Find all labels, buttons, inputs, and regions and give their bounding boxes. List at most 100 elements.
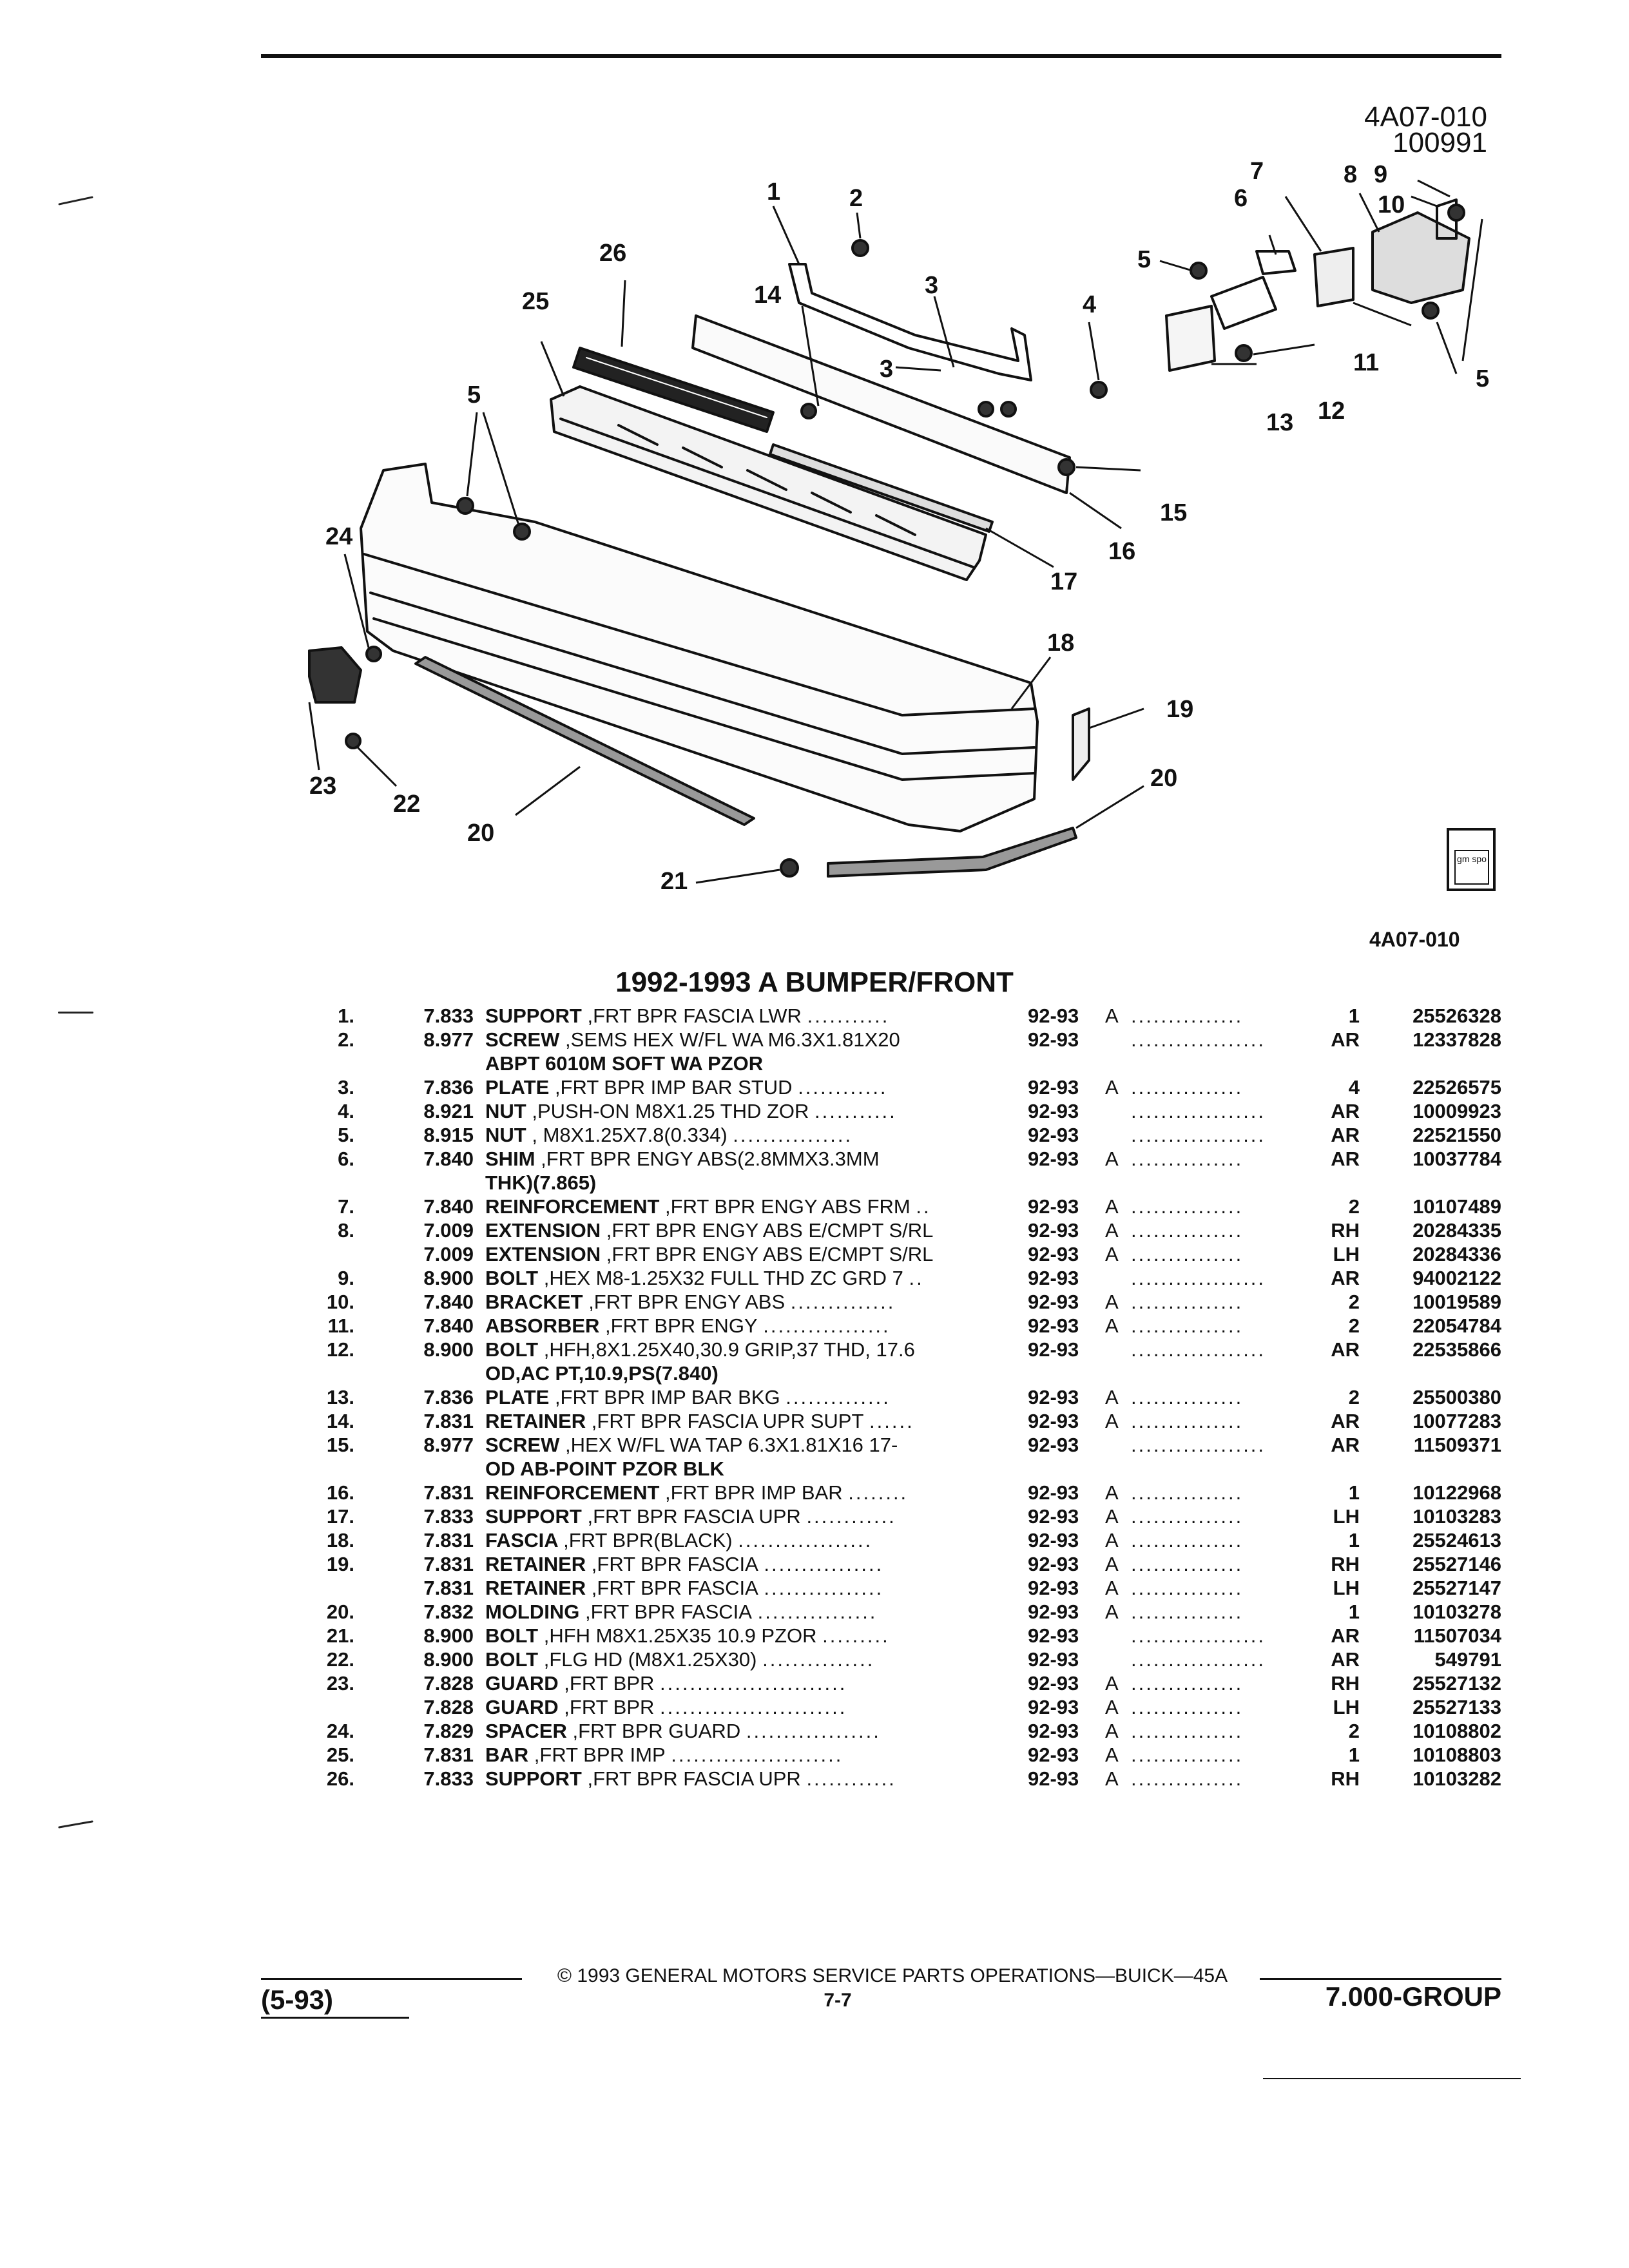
part-spec: ,FRT BPR IMP bbox=[534, 1744, 666, 1766]
part-name: EXTENSION bbox=[485, 1219, 601, 1242]
part-number: 25500380 bbox=[1412, 1386, 1501, 1408]
model-years: 92-93 bbox=[1028, 1004, 1079, 1027]
part-number: 10077283 bbox=[1412, 1410, 1501, 1432]
model-years: 92-93 bbox=[1028, 1553, 1079, 1575]
leader-dots: ............... bbox=[1131, 1386, 1244, 1408]
body-code: A bbox=[1105, 1720, 1119, 1742]
leader-dots: ............... bbox=[1131, 1600, 1244, 1623]
leader-dots: ............... bbox=[762, 1648, 875, 1671]
quantity: AR bbox=[1331, 1124, 1360, 1146]
part-spec: ,FRT BPR FASCIA UPR bbox=[587, 1505, 801, 1528]
leader-dots: .................. bbox=[1131, 1648, 1266, 1671]
body-code: A bbox=[1105, 1600, 1119, 1623]
part-number: 10103283 bbox=[1412, 1505, 1501, 1528]
group-number: 7.833 bbox=[423, 1767, 474, 1790]
part-26-shape bbox=[572, 347, 775, 433]
part-description: RETAINER ,FRT BPR FASCIA ...............… bbox=[485, 1576, 1007, 1600]
model-years: 92-93 bbox=[1028, 1600, 1079, 1623]
model-years: 92-93 bbox=[1028, 1100, 1079, 1122]
quantity: LH bbox=[1333, 1696, 1360, 1718]
part-number: 25527146 bbox=[1412, 1553, 1501, 1575]
gm-spo-logo: gm spo bbox=[1447, 828, 1496, 891]
part-name: SUPPORT bbox=[485, 1004, 582, 1027]
group-number: 7.840 bbox=[423, 1314, 474, 1337]
part-number: 25524613 bbox=[1412, 1529, 1501, 1552]
leader-dots: ............... bbox=[1131, 1314, 1244, 1337]
model-years: 92-93 bbox=[1028, 1148, 1079, 1170]
body-code: A bbox=[1105, 1004, 1119, 1027]
part-18-shape bbox=[360, 463, 1039, 832]
part-23-shape bbox=[308, 646, 362, 704]
part-13-shape bbox=[1165, 305, 1216, 372]
gm-spo-logo-text: gm spo bbox=[1454, 850, 1489, 885]
item-number: 12. bbox=[326, 1338, 354, 1361]
quantity: 1 bbox=[1348, 1529, 1360, 1552]
footer-group: 7.000-GROUP bbox=[1325, 1981, 1501, 2012]
quantity: AR bbox=[1331, 1410, 1360, 1432]
part-number: 20284335 bbox=[1412, 1219, 1501, 1242]
body-code: A bbox=[1105, 1148, 1119, 1170]
quantity: 2 bbox=[1348, 1314, 1360, 1337]
model-years: 92-93 bbox=[1028, 1696, 1079, 1718]
part-description: NUT , M8X1.25X7.8(0.334) ...............… bbox=[485, 1123, 1007, 1147]
leader-dots: ............... bbox=[1131, 1744, 1244, 1766]
part-spec: ,FRT BPR(BLACK) bbox=[563, 1529, 733, 1552]
part-spec: ,SEMS HEX W/FL WA M6.3X1.81X20 bbox=[565, 1028, 900, 1051]
callout-16: 16 bbox=[1108, 538, 1135, 565]
callout-20b: 20 bbox=[1150, 765, 1177, 792]
leader-dots: ............... bbox=[1131, 1076, 1244, 1099]
leader-dots: ............... bbox=[1131, 1672, 1244, 1695]
group-number: 7.831 bbox=[423, 1553, 474, 1575]
part-description: PLATE ,FRT BPR IMP BAR STUD ............ bbox=[485, 1075, 1007, 1099]
callout-7: 7 bbox=[1250, 158, 1264, 185]
part-description: NUT ,PUSH-ON M8X1.25 THD ZOR ........... bbox=[485, 1099, 1007, 1123]
item-number: 7. bbox=[338, 1195, 354, 1218]
part-description: ABSORBER ,FRT BPR ENGY ................. bbox=[485, 1314, 1007, 1338]
model-years: 92-93 bbox=[1028, 1386, 1079, 1408]
model-years: 92-93 bbox=[1028, 1624, 1079, 1647]
body-code: A bbox=[1105, 1481, 1119, 1504]
part-description: SUPPORT ,FRT BPR FASCIA UPR ............ bbox=[485, 1767, 1007, 1791]
group-number: 7.829 bbox=[423, 1720, 474, 1742]
leader-dots: ......................... bbox=[660, 1696, 847, 1718]
part-number: 22521550 bbox=[1412, 1124, 1501, 1146]
part-name: SPACER bbox=[485, 1720, 567, 1742]
part-number: 10103278 bbox=[1412, 1600, 1501, 1623]
part-spec: ,FRT BPR bbox=[564, 1696, 655, 1718]
body-code: A bbox=[1105, 1529, 1119, 1552]
callout-13: 13 bbox=[1266, 409, 1293, 436]
part-spec: ,FRT BPR IMP BAR STUD bbox=[554, 1076, 793, 1099]
leader-dots: .................. bbox=[1131, 1028, 1266, 1051]
callout-8: 8 bbox=[1344, 161, 1357, 188]
part-number: 10107489 bbox=[1412, 1195, 1501, 1218]
part-6-shape bbox=[1255, 250, 1296, 275]
diagram-code: 4A07-010 bbox=[1364, 101, 1487, 133]
part-spec: ,FRT BPR ENGY bbox=[605, 1314, 758, 1337]
part-number: 10103282 bbox=[1412, 1767, 1501, 1790]
leader-dots: ........ bbox=[848, 1481, 909, 1504]
callout-11: 11 bbox=[1353, 349, 1379, 376]
quantity: RH bbox=[1331, 1672, 1360, 1695]
part-number: 10019589 bbox=[1412, 1291, 1501, 1313]
item-number: 8. bbox=[338, 1219, 354, 1242]
quantity: LH bbox=[1333, 1505, 1360, 1528]
part-spec: ,FRT BPR ENGY ABS bbox=[588, 1291, 786, 1313]
leader-dots: ......................... bbox=[660, 1672, 847, 1695]
part-spec: ,FLG HD (M8X1.25X30) bbox=[543, 1648, 757, 1671]
part-spec: ,HFH M8X1.25X35 10.9 PZOR bbox=[543, 1624, 817, 1647]
leader-dots: ...... bbox=[869, 1410, 914, 1432]
margin-mark bbox=[58, 1820, 93, 1829]
part-description: SUPPORT ,FRT BPR FASCIA UPR ............ bbox=[485, 1504, 1007, 1528]
group-number: 7.828 bbox=[423, 1696, 474, 1718]
leader-dots: ............... bbox=[1131, 1767, 1244, 1790]
part-spec: ,FRT BPR ENGY ABS FRM bbox=[665, 1195, 911, 1218]
group-number: 7.831 bbox=[423, 1529, 474, 1552]
leader-dots: ............... bbox=[1131, 1696, 1244, 1718]
part-description-continuation: OD,AC PT,10.9,PS(7.840) bbox=[303, 1361, 1521, 1385]
callout-5c: 5 bbox=[467, 381, 481, 408]
